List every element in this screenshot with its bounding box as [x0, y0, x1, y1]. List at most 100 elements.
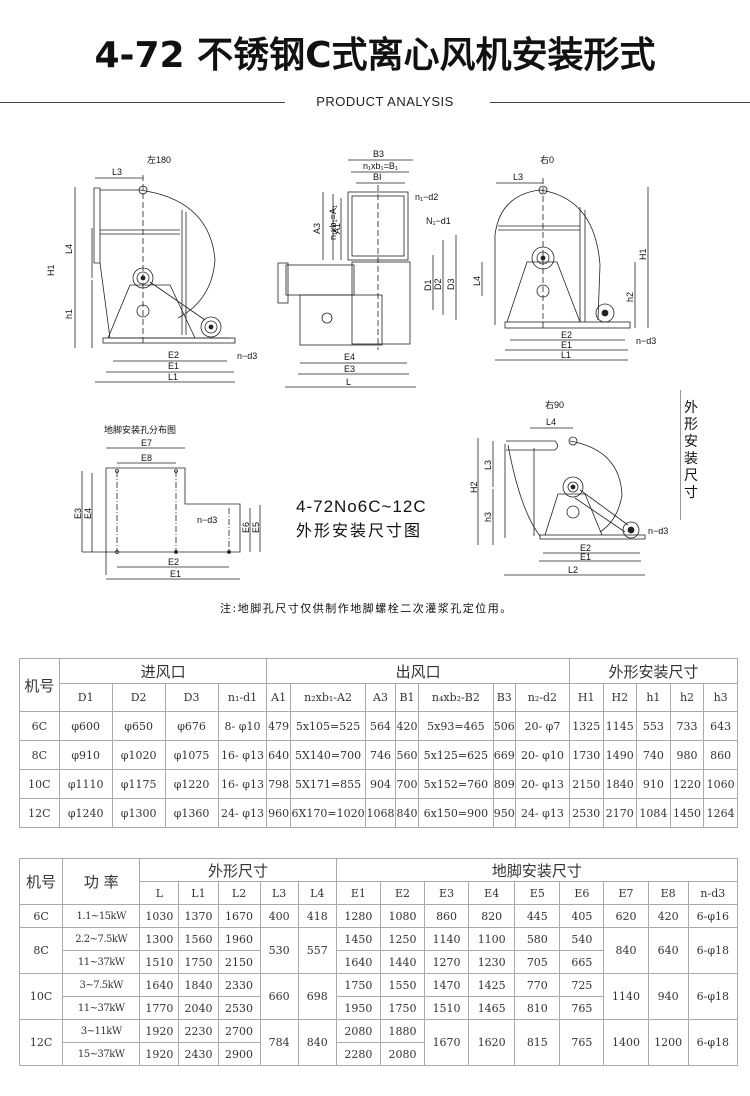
svg-text:E4: E4	[83, 508, 93, 519]
col-header: n₂xb₁-A2	[289, 683, 367, 712]
col-header: h1	[636, 683, 671, 712]
svg-text:E2: E2	[561, 330, 572, 340]
cell: 1510	[424, 996, 470, 1020]
power-cell: 2.2~7.5kW	[62, 927, 141, 951]
cell: 665	[559, 950, 605, 974]
svg-text:H1: H1	[46, 264, 56, 276]
cell: 2330	[217, 973, 261, 997]
cell: 640	[647, 927, 689, 974]
cell: φ1175	[111, 769, 166, 799]
cell: 1450	[669, 798, 705, 828]
cell: 6-φ18	[687, 927, 739, 974]
model-cell: 6C	[18, 904, 64, 928]
cell: 20- φ10	[514, 740, 570, 770]
fan-view-right0: 右0 L3 H1 h2 L4 E2 E1 L1 n−d3	[472, 154, 656, 361]
col-header: h3	[703, 683, 738, 712]
cell: 1470	[424, 973, 470, 997]
svg-text:n−d3: n−d3	[636, 336, 656, 346]
svg-text:n−d3: n−d3	[237, 351, 257, 361]
cell: 640	[266, 740, 291, 770]
cell: 1730	[568, 740, 604, 770]
cell: 1270	[424, 950, 470, 974]
power-cell: 1.1~15kW	[62, 904, 141, 928]
cell: 20- φ7	[514, 711, 570, 741]
svg-text:L2: L2	[568, 565, 578, 575]
cell: 5x152=760	[418, 769, 494, 799]
cell: 620	[603, 904, 649, 928]
svg-text:E1: E1	[580, 552, 591, 562]
cell: 2430	[178, 1042, 219, 1066]
cell: 1400	[603, 1019, 649, 1066]
svg-text:n−d3: n−d3	[648, 526, 668, 536]
cell: 20- φ13	[514, 769, 570, 799]
svg-text:D3: D3	[446, 278, 456, 290]
divider-line-right	[490, 102, 750, 103]
cell: 705	[514, 950, 561, 974]
cell: 1620	[468, 1019, 516, 1066]
col-header: E3	[424, 881, 470, 905]
cell: 2230	[178, 1019, 219, 1043]
cell: 1250	[379, 927, 426, 951]
col-header: E6	[559, 881, 605, 905]
cell: 840	[297, 1019, 337, 1066]
col-header: h2	[669, 683, 705, 712]
cell: 1670	[424, 1019, 470, 1066]
cell: 1264	[703, 798, 738, 828]
cell: 1880	[379, 1019, 426, 1043]
cell: 6X170=1020	[289, 798, 367, 828]
svg-text:N₁−d1: N₁−d1	[426, 216, 451, 226]
cell: 725	[559, 973, 605, 997]
cell: 820	[468, 904, 516, 928]
model-cell: 6C	[19, 711, 60, 741]
cell: 1465	[468, 996, 516, 1020]
header-outline: 外形安装尺寸	[568, 658, 739, 684]
cell: 16- φ13	[217, 769, 268, 799]
cell: φ650	[111, 711, 166, 741]
cell: 1140	[424, 927, 470, 951]
fan-view-front: B3 n₁xb₁=B₁ BI n₁−d2 N₁−d1 A3 n₁xb₁=A₁ A…	[277, 149, 457, 388]
svg-text:E4: E4	[344, 352, 355, 362]
cell: 1450	[335, 927, 381, 951]
svg-text:E3: E3	[73, 508, 83, 519]
cell: 400	[259, 904, 299, 928]
cell: 560	[394, 740, 420, 770]
svg-text:L4: L4	[546, 417, 556, 427]
cell: 418	[297, 904, 337, 928]
cell: 1030	[139, 904, 180, 928]
svg-text:H2: H2	[469, 481, 479, 493]
cell: 1060	[703, 769, 738, 799]
cell: 660	[259, 973, 299, 1020]
svg-text:E8: E8	[141, 453, 152, 463]
power-cell: 11~37kW	[62, 996, 141, 1020]
cell: 564	[365, 711, 396, 741]
cell: 540	[559, 927, 605, 951]
col-header: H1	[568, 683, 604, 712]
cell: 940	[647, 973, 689, 1020]
col-header: n₂-d2	[514, 683, 570, 712]
cell: φ1240	[58, 798, 113, 828]
col-header: H2	[602, 683, 638, 712]
fan-view-right90: 右90 L4 H2 L3 h3 n−d3 E2 E1 L2	[469, 399, 668, 576]
svg-text:A3: A3	[312, 223, 322, 234]
cell: 2280	[335, 1042, 381, 1066]
cell: 1200	[647, 1019, 689, 1066]
cell: 1950	[335, 996, 381, 1020]
cell: 2040	[178, 996, 219, 1020]
cell: 1325	[568, 711, 604, 741]
cell: 1920	[139, 1042, 180, 1066]
cell: 1510	[139, 950, 180, 974]
cell: 2150	[217, 950, 261, 974]
cell: 2150	[568, 769, 604, 799]
svg-text:E6: E6	[241, 522, 251, 533]
svg-text:L4: L4	[472, 276, 482, 286]
cell: 1750	[178, 950, 219, 974]
cell: 1840	[178, 973, 219, 997]
cell: 6-φ18	[687, 1019, 739, 1066]
caption-model-range: 4-72No6C~12C	[296, 497, 427, 516]
cell: 1920	[139, 1019, 180, 1043]
